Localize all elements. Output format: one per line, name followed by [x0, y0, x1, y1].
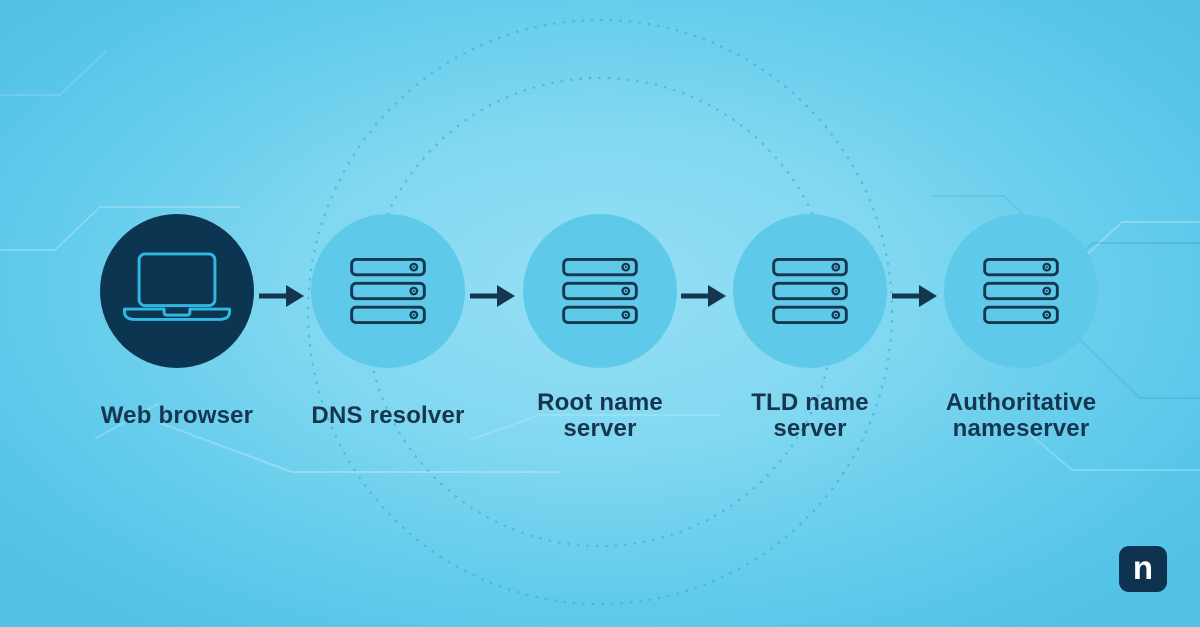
web-browser-circle — [100, 214, 254, 368]
label-line: server — [773, 415, 847, 442]
circuit-traces — [0, 51, 1200, 473]
label-line: Root name — [537, 389, 663, 416]
dns-resolver-circle — [311, 214, 465, 368]
label-tld-name-server: TLD name server — [690, 388, 930, 444]
flow-arrow-icon — [892, 285, 937, 307]
authoritative-nameserver-circle — [944, 214, 1098, 368]
label-line: Authoritative — [945, 389, 1097, 416]
flow-arrow-icon — [681, 285, 726, 307]
label-authoritative-nameserver: Authoritative nameserver — [901, 388, 1141, 444]
flow-arrow-icon — [470, 285, 515, 307]
server-icon — [350, 258, 426, 324]
root-name-server-circle — [523, 214, 677, 368]
label-line: server — [563, 415, 637, 442]
server-icon — [983, 258, 1059, 324]
ninjaone-logo: n — [1119, 546, 1167, 592]
dotted-ring-outer — [306, 18, 894, 606]
label-line: Web browser — [100, 402, 254, 429]
label-web-browser: Web browser — [57, 388, 297, 444]
server-icon — [772, 258, 848, 324]
flow-arrow-icon — [259, 285, 304, 307]
server-icon — [562, 258, 638, 324]
label-line: DNS resolver — [311, 402, 465, 429]
logo-letter: n — [1132, 549, 1154, 586]
laptop-icon — [122, 252, 232, 321]
label-root-name-server: Root name server — [480, 388, 720, 444]
tld-name-server-circle — [733, 214, 887, 368]
label-dns-resolver: DNS resolver — [268, 388, 508, 444]
label-line: nameserver — [952, 415, 1090, 442]
label-line: TLD name — [751, 389, 869, 416]
